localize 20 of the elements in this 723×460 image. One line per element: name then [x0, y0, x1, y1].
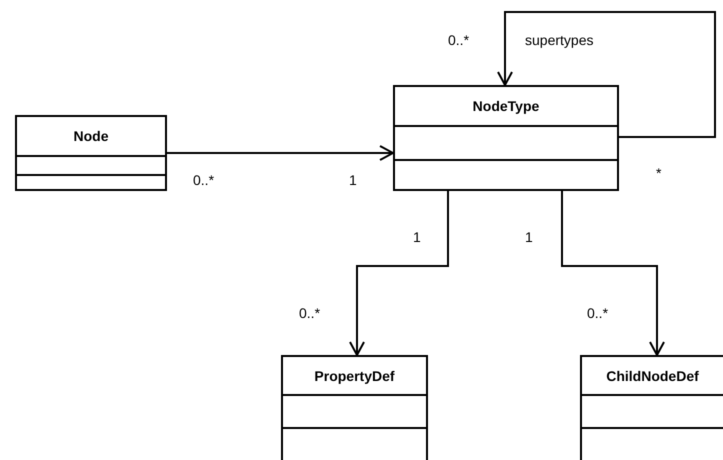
multiplicity-label: 0..* [299, 305, 320, 321]
multiplicity-label: 1 [349, 172, 357, 188]
class-box [15, 115, 167, 191]
class-name: ChildNodeDef [606, 368, 699, 384]
association-arrow [167, 145, 394, 161]
multiplicity-label: 0..* [587, 305, 608, 321]
association-arrow [497, 11, 716, 138]
class-name: PropertyDef [314, 368, 395, 384]
association-arrow [349, 191, 449, 356]
multiplicity-label: 1 [525, 229, 533, 245]
association-arrow [561, 191, 665, 356]
multiplicity-label: 0..* [193, 172, 214, 188]
multiplicity-label: 0..* [448, 32, 470, 48]
class-name: NodeType [472, 98, 540, 114]
class-box [393, 85, 619, 191]
class-name: Node [74, 128, 108, 144]
multiplicity-label: 1 [413, 229, 421, 245]
class-box [281, 355, 428, 460]
class-box [580, 355, 723, 460]
multiplicity-label: * [656, 165, 662, 181]
